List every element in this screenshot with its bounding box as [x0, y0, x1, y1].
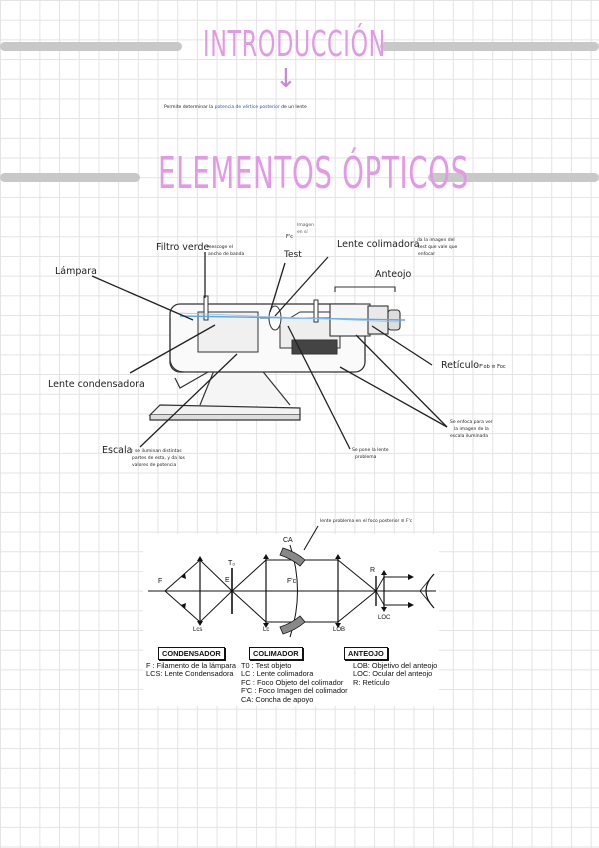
note-enfoca: Se enfoca para ver la imagen de la escal… [450, 420, 493, 439]
box-colimador: COLIMADOR [249, 647, 303, 660]
header-bar-left [0, 42, 182, 51]
note-escala: : se iluminan distintas partes de esta, … [132, 449, 185, 468]
label-reticulo: Retículo [441, 360, 480, 371]
box-anteojo: ANTEOJO [344, 647, 388, 660]
diagram-annotation: lente problema en el foco posterior ≡ F'… [320, 519, 413, 524]
label-r: R [370, 567, 376, 574]
note-pone-lente: Se pone la lente problema [352, 448, 389, 460]
label-lente-colimadora: Lente colimadora [337, 239, 420, 250]
optics-bar-right [428, 173, 599, 182]
label-e: E [225, 577, 230, 584]
label-test: Test [284, 250, 302, 260]
intro-text: Permite determinar la potencia de vértic… [164, 105, 307, 110]
label-filtro-verde: Filtro verde [156, 242, 210, 253]
optics-title: ELEMENTOS ÓPTICOS [158, 148, 469, 199]
legend-condensador: F : Filamento de la lámpara LCS: Lente C… [146, 661, 236, 679]
legend-anteojo: LOB: Objetivo del anteojo LOC: Ocular de… [353, 661, 438, 687]
label-lob: LOB [333, 627, 346, 633]
note-test-image: Imagen en sí [297, 223, 314, 235]
label-loc: LOC [378, 615, 391, 621]
label-escala: Escala [102, 445, 133, 456]
header-bar-right [380, 42, 599, 51]
box-condensador: CONDENSADOR [158, 647, 225, 660]
label-lampara: Lámpara [55, 266, 97, 277]
label-f: F [158, 578, 163, 585]
label-test-focus: F'c [286, 234, 293, 240]
note-lente-colimadora: : da la imagen del test que vale que enf… [414, 238, 458, 257]
label-ca: CA [283, 537, 293, 544]
label-anteojo: Anteojo [375, 269, 412, 280]
label-lc: Lc [263, 627, 270, 633]
label-lcs: Lcs [193, 627, 203, 633]
schematic-background [143, 534, 439, 706]
note-reticulo: : F'ob ≡ Foc [476, 364, 506, 370]
label-t0: T₀ [228, 560, 236, 567]
legend-colimador: T0 : Test objeto LC : Lente colimadora F… [241, 661, 348, 704]
note-filtro-verde: : reescoge el ancho de banda [204, 245, 245, 257]
down-arrow-icon: ↓ [275, 64, 297, 94]
optics-bar-left [0, 173, 140, 182]
intro-title: INTRODUCCIÓN [203, 24, 386, 65]
label-fc-prime: F'c [287, 578, 297, 585]
label-lente-condensadora: Lente condensadora [48, 379, 145, 390]
